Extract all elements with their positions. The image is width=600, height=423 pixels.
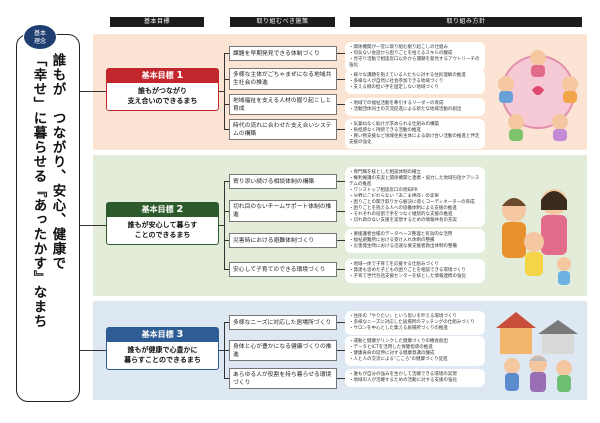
direction-list: 誰もが自分の強みを生かして活躍できる環境の実現地域の人が活躍するための活動に対す… [345,369,485,387]
connector-line [80,350,106,351]
concept-line-2: 「幸せ」に暮らせる『あったかす』なまち [31,53,47,401]
measure-box: 災害時における避難体制づくり [229,233,337,248]
goal-2-header: 基本目標 2 [107,203,218,217]
direction-list: 運動と健康がリンクした健康づくりの機会創出データとICTを活用した保健指導の推進… [345,336,485,366]
connector-line [337,104,345,105]
direction-list: 地域一体で子育てを応援する仕組みづくり発達も含めた子どもの困りごとを相談できる環… [345,259,485,283]
basic-concept-box: 誰もが つながり、安心、健康で 「幸せ」に暮らせる『あったかす』なまち [16,34,80,402]
direction-list: 様々な課題を抱えている人たちに対する住民理解の推進多様な人が自然に社会参加できる… [345,70,485,94]
connector-line [80,91,106,92]
connector-line [337,269,345,270]
direction-list: 気兼ねなく助けが求められる仕組みの構築負担感なく持続できる活動の推進買い物支援な… [345,119,485,149]
goal-1-box: 基本目標 1 誰もがつながり支え合いのできるまち [106,68,219,111]
measure-box: 多様なニーズに対応した居場所づくり [229,315,337,330]
connector-line [337,322,345,323]
connector-line [224,181,225,269]
measure-box: 多様な主体がごちゃまぜになる地域共生社会の推進 [229,68,337,90]
goal-3-header: 基本目標 3 [107,328,218,342]
measure-box: 身体と心が豊かになる健康づくりの推進 [229,340,337,361]
measure-box: 地域福祉を支える人材の掘り起こしと育成 [229,94,337,115]
direction-list: 地域での福祉活動を牽引するリーダーの育成活動団体同士の交流促進による新たな地域活… [345,98,485,116]
goal-1-text-line2: 支え合いのできるまち [109,96,216,106]
basic-concept-badge: 基本 理念 [23,24,57,50]
connector-line [337,350,345,351]
goal-1-header: 基本目標 1 [107,69,218,83]
direction-list: 困りごとの関き取りから解決に導くコーディネーターの育成困りごとを抱える人への協働… [345,197,485,227]
header-measures: 取り組むべき施策 [230,17,335,27]
measure-box: あらゆる人が役割を持ち暮らせる環境づくり [229,368,337,389]
goal-3-box: 基本目標 3 誰もが健康で心豊かに暮らすことのできるまち [106,327,219,370]
people-circle-illustration [492,40,584,144]
header-goal: 基本目標 [110,17,204,27]
goal-3-text-line2: 暮らすことのできるまち [109,355,216,365]
concept-line-1: 誰もが つながり、安心、健康で [50,53,66,401]
community-illustration [494,306,582,396]
goal-2-text-line2: ことのできるまち [109,230,216,240]
direction-list: 要援護者台帳のデータベース整理と有効的な活用福祉避難所における受け入れ体制の整備… [345,229,485,253]
measure-box: 安心して子育てのできる環境づくり [229,262,337,277]
connector-line [224,53,225,129]
measure-box: 課題を早期発見できる体制づくり [229,46,337,61]
connector-line [337,211,345,212]
connector-line [337,79,345,80]
goal-1-text-line1: 誰もがつながり [109,86,216,96]
connector-line [337,378,345,379]
header-directions: 取り組み方針 [350,17,582,27]
measure-box: 切れ目のないチームサポート体制の推進 [229,200,337,222]
measure-box: 寄り添い続ける相談体制の構築 [229,174,337,189]
goal-2-box: 基本目標 2 誰もが安心して暮らすことのできるまち [106,202,219,245]
goal-2-text-line1: 誰もが安心して暮らす [109,220,216,230]
connector-line [80,225,106,226]
goal-3-text-line1: 誰もが健康で心豊かに [109,345,216,355]
connector-line [337,181,345,182]
family-illustration [492,172,582,290]
direction-list: 住民の「やりたい」という思いを叶える環境づくり多様なニーズに対応した居場所のマッ… [345,311,485,335]
measure-box: 時代の流れに合わせた支え合いシステムの構築 [229,119,337,140]
connector-line [337,240,345,241]
connector-line [337,129,345,130]
connector-line [337,53,345,54]
direction-list: 関係機関が一堂に取り組む掘り起こしの仕組み何気ない会話から困りごとを拾えるスキル… [345,42,485,72]
